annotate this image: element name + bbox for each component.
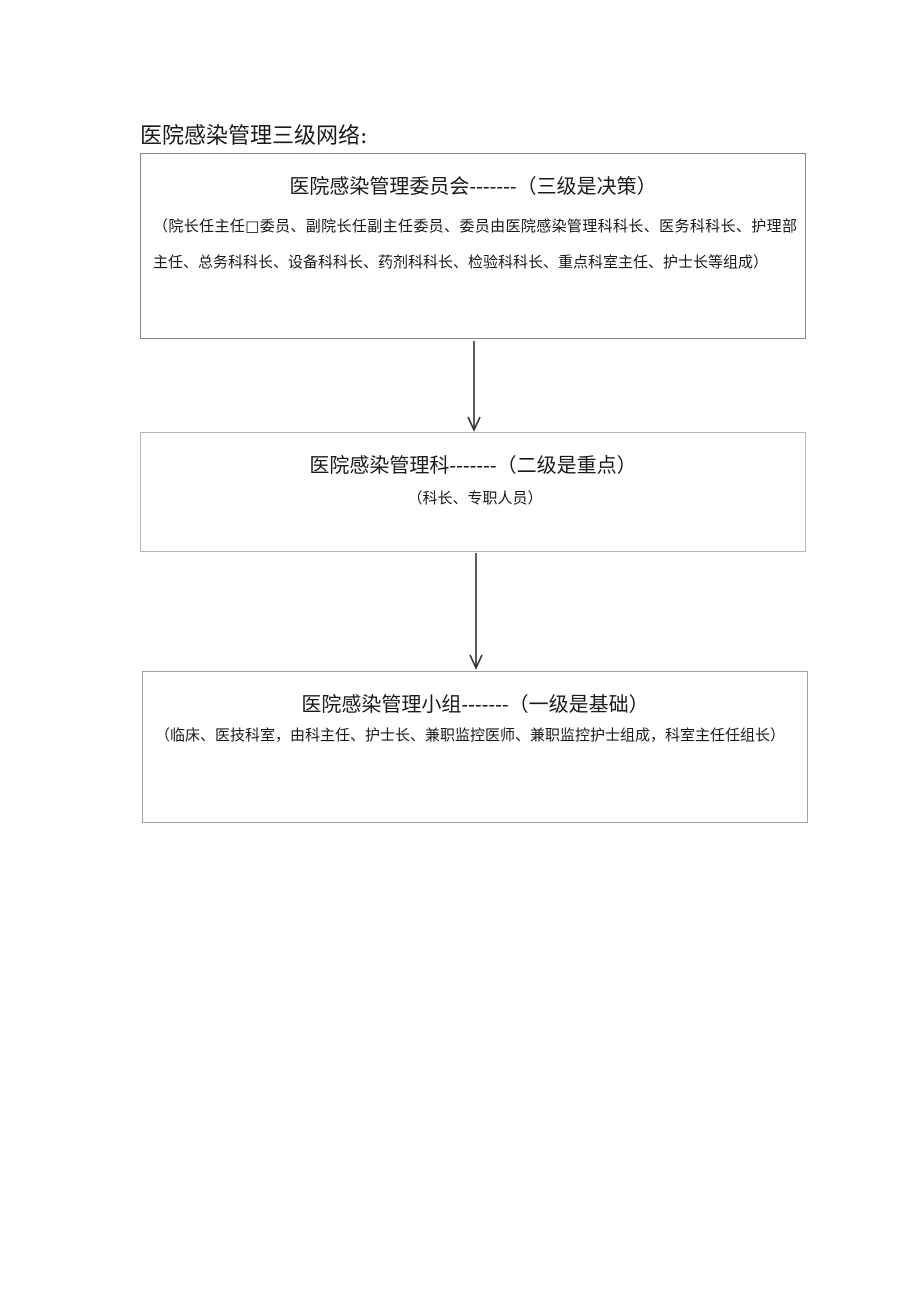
arrow-level2-to-level1 <box>469 553 483 670</box>
level-2-heading: 医院感染管理科-------（二级是重点） <box>309 453 637 477</box>
level-1-detail: （临床、医技科室，由科主任、护士长、兼职监控医师、兼职监控护士组成，科室主任任组… <box>155 726 786 744</box>
arrow-level3-to-level2 <box>467 341 481 432</box>
level-2-department-box: 医院感染管理科-------（二级是重点） （科长、专职人员） <box>140 432 806 552</box>
level-2-detail: （科长、专职人员） <box>407 489 543 507</box>
level-3-detail: （院长任主任□委员、副院长任副主任委员、委员由医院感染管理科科长、医务科科长、护… <box>153 217 797 271</box>
level-3-heading: 医院感染管理委员会-------（三级是决策） <box>289 174 657 198</box>
level-1-heading: 医院感染管理小组-------（一级是基础） <box>301 692 649 716</box>
level-3-committee-box: 医院感染管理委员会-------（三级是决策） （院长任主任□委员、副院长任副主… <box>140 153 806 339</box>
level-1-group-box: 医院感染管理小组-------（一级是基础） （临床、医技科室，由科主任、护士长… <box>142 671 808 823</box>
diagram-title: 医院感染管理三级网络: <box>140 124 368 149</box>
